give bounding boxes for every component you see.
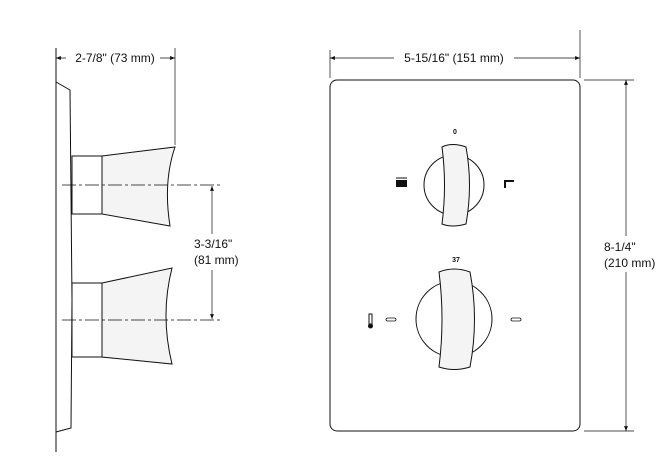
lower-handle-side: [101, 267, 173, 365]
height-label-line2: (210 mm): [604, 256, 655, 270]
height-label-line1: 8-1/4": [604, 240, 636, 254]
off-position-mark: 0: [453, 129, 457, 136]
shower-head-icon: [504, 180, 514, 188]
side-view: 2-7/8" (73 mm) 3-3/16" (81 mm): [55, 48, 240, 452]
temperature-lever: [438, 268, 475, 370]
thermometer-icon: [368, 313, 373, 329]
trim-plate: [329, 79, 581, 432]
left-indicator-dash: [385, 317, 397, 322]
temperature-control: 37: [368, 257, 522, 370]
width-label: 5-15/16" (151 mm): [404, 51, 504, 65]
front-view: 5-15/16" (151 mm) 8-1/4" (210 mm) 0 37: [329, 30, 664, 432]
right-indicator-dash: [510, 317, 522, 322]
upper-handle-side: [101, 146, 176, 227]
spacing-label-line1: 3-3/16": [194, 237, 232, 251]
depth-label: 2-7/8" (73 mm): [75, 51, 155, 65]
diverter-control: 0: [396, 129, 514, 227]
tub-filler-icon: [396, 177, 407, 187]
temperature-setting-mark: 37: [452, 257, 460, 264]
spacing-label-line2: (81 mm): [194, 253, 239, 267]
diverter-lever: [441, 144, 470, 227]
trim-plate-profile: [55, 81, 73, 433]
